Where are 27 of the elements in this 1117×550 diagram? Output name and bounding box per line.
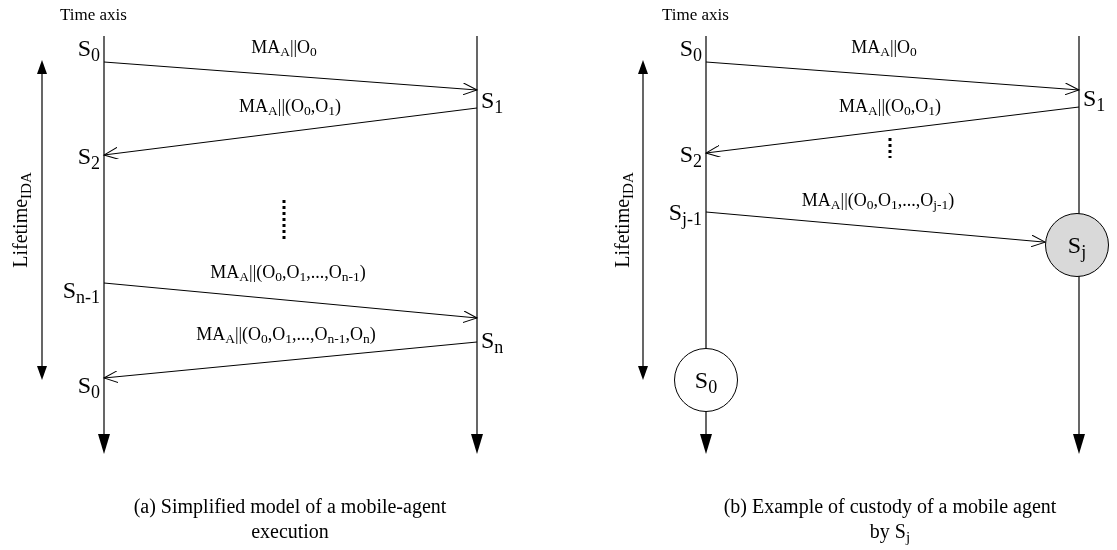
- host-label: S$_{2}$: [658, 134, 706, 174]
- message-arrow: [705, 61, 1080, 96]
- message-arrow: [705, 211, 1046, 248]
- edge-label: MA$_{A}$||(O$_{0}$,O$_{1}$): [839, 97, 941, 115]
- message-arrow: [103, 341, 478, 384]
- message-arrow: [705, 106, 1080, 158]
- host-label: S$_{0}$: [56, 362, 104, 408]
- edge-label: MA$_{A}$||(O$_{0}$,O$_{1}$,...,O$_{n-1}$,O$_{n}$): [196, 325, 376, 343]
- edge-label: MA$_{A}$||(O$_{0}$,O$_{1}$,...,O$_{n-1}$): [210, 263, 366, 281]
- edge-label: MA$_{A}$||O$_{0}$: [251, 38, 317, 56]
- host-label: S$_{j-1}$: [650, 192, 706, 232]
- message-arrow: [103, 61, 478, 96]
- edge-label: MA$_{A}$||(O$_{0}$,O$_{1}$): [239, 97, 341, 115]
- host-label: S$_{1}$: [477, 80, 521, 120]
- axis-label: Time axis: [662, 4, 729, 26]
- host-label: S$_{n}$: [477, 312, 521, 368]
- edge-label: MA$_{A}$||O$_{0}$: [851, 38, 917, 56]
- axis-label: Time axis: [60, 4, 127, 26]
- figure-caption: (a) Simplified model of a mobile-agent execution: [132, 494, 448, 544]
- message-arrow: [103, 282, 478, 324]
- host-label: S$_{2}$: [56, 136, 104, 176]
- host-label: S$_{1}$: [1079, 78, 1115, 118]
- figure-caption: (b) Example of custody of a mobile agent by S$_{j}$: [722, 494, 1058, 544]
- host-label: S$_{0}$: [658, 28, 706, 68]
- message-arrow: [103, 107, 478, 160]
- host-label: S$_{n-1}$: [46, 270, 104, 310]
- host-label: S$_{0}$: [56, 28, 104, 68]
